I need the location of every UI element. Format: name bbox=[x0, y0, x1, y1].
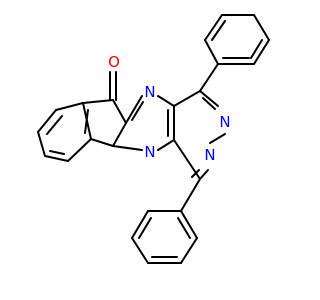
bond bbox=[67, 138, 92, 162]
bond bbox=[37, 131, 46, 157]
bond bbox=[112, 122, 127, 147]
bond bbox=[209, 133, 226, 144]
bond bbox=[84, 109, 89, 134]
bond bbox=[131, 210, 149, 239]
bond bbox=[112, 145, 143, 151]
bond bbox=[180, 210, 198, 239]
bond bbox=[253, 14, 270, 41]
bond bbox=[46, 115, 63, 135]
bond bbox=[202, 97, 216, 110]
oxygen-label-O1: O bbox=[108, 53, 120, 71]
bond bbox=[157, 139, 175, 151]
bond bbox=[199, 63, 219, 92]
nitrogen-label-N4: N bbox=[204, 146, 215, 164]
nitrogen-label-N1: N bbox=[144, 83, 155, 101]
nitrogen-label-N2: N bbox=[144, 143, 155, 161]
bond bbox=[199, 90, 219, 107]
bond bbox=[55, 102, 84, 111]
bond bbox=[49, 150, 65, 155]
atom-labels: O N N N N bbox=[108, 53, 231, 164]
bond bbox=[250, 39, 263, 59]
bond bbox=[180, 178, 201, 212]
bond bbox=[177, 217, 191, 239]
bond bbox=[82, 99, 114, 104]
bond bbox=[37, 109, 57, 133]
nitrogen-label-N3: N bbox=[219, 113, 230, 131]
bond bbox=[112, 99, 127, 124]
bond bbox=[204, 39, 219, 65]
bond bbox=[191, 169, 200, 178]
bond bbox=[125, 95, 143, 124]
bond bbox=[131, 237, 149, 264]
molecule-structure: O N N N N bbox=[37, 14, 270, 264]
bond bbox=[253, 39, 270, 65]
bond bbox=[90, 138, 114, 147]
bond bbox=[204, 14, 223, 41]
bonds bbox=[37, 14, 270, 264]
bond bbox=[199, 169, 209, 180]
bond bbox=[44, 155, 69, 162]
bond bbox=[157, 95, 175, 107]
bond bbox=[211, 20, 226, 41]
bond bbox=[138, 217, 152, 239]
bond bbox=[173, 90, 201, 107]
bond bbox=[131, 101, 144, 121]
bond bbox=[180, 237, 198, 264]
